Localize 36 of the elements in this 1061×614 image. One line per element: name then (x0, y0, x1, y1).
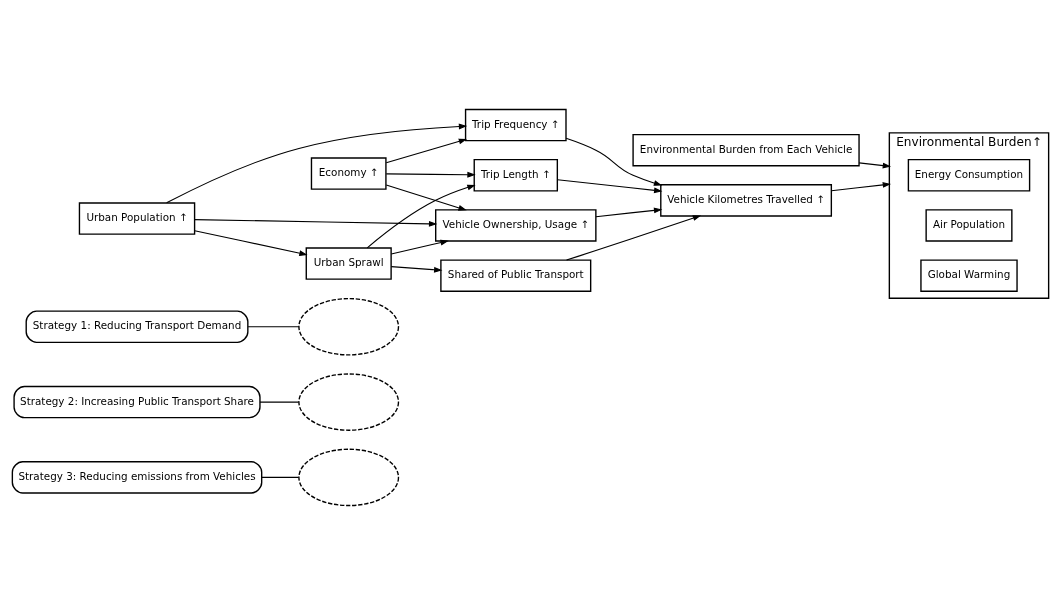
node-box: Urban Population ↑ (78, 201, 196, 235)
arrow (595, 206, 663, 217)
node-box: Shared of Public Transport (440, 258, 592, 292)
arrow (858, 161, 892, 168)
arrow (566, 214, 702, 261)
arrow (385, 184, 467, 211)
arrow (194, 218, 438, 227)
arrow (385, 171, 476, 178)
node-box: Vehicle Ownership, Usage ↑ (435, 208, 597, 242)
arrow (385, 138, 468, 163)
node-box: Urban Sprawl (305, 246, 392, 280)
arrow (366, 184, 476, 248)
arrow (556, 178, 663, 193)
node-ellipse (298, 372, 400, 431)
node-box: Global Warming (920, 258, 1018, 292)
node-box: Trip Length ↑ (473, 158, 559, 192)
node-box: Strategy 2: Increasing Public Transport Share (13, 385, 261, 418)
arrow (166, 123, 468, 203)
arrow (194, 229, 308, 256)
arrow (565, 137, 663, 186)
node-box: Strategy 3: Reducing emissions from Vehicles (11, 460, 263, 494)
arrow (390, 239, 449, 254)
node-box: Economy ↑ (310, 156, 387, 190)
node-box: Air Population (925, 208, 1013, 242)
node-box: Trip Frequency ↑ (464, 108, 567, 141)
connector (259, 401, 300, 403)
connector (247, 325, 300, 327)
node-ellipse (298, 297, 400, 356)
node-box: Strategy 1: Reducing Transport Demand (25, 310, 249, 343)
node-box: Environmental Burden from Each Vehicle (632, 133, 860, 166)
arrow (390, 265, 443, 273)
arrow (830, 181, 892, 191)
node-box: Vehicle Kilometres Travelled ↑ (660, 183, 833, 217)
node-box: Energy Consumption (907, 158, 1031, 192)
connector (261, 476, 300, 478)
node-ellipse (298, 448, 400, 506)
